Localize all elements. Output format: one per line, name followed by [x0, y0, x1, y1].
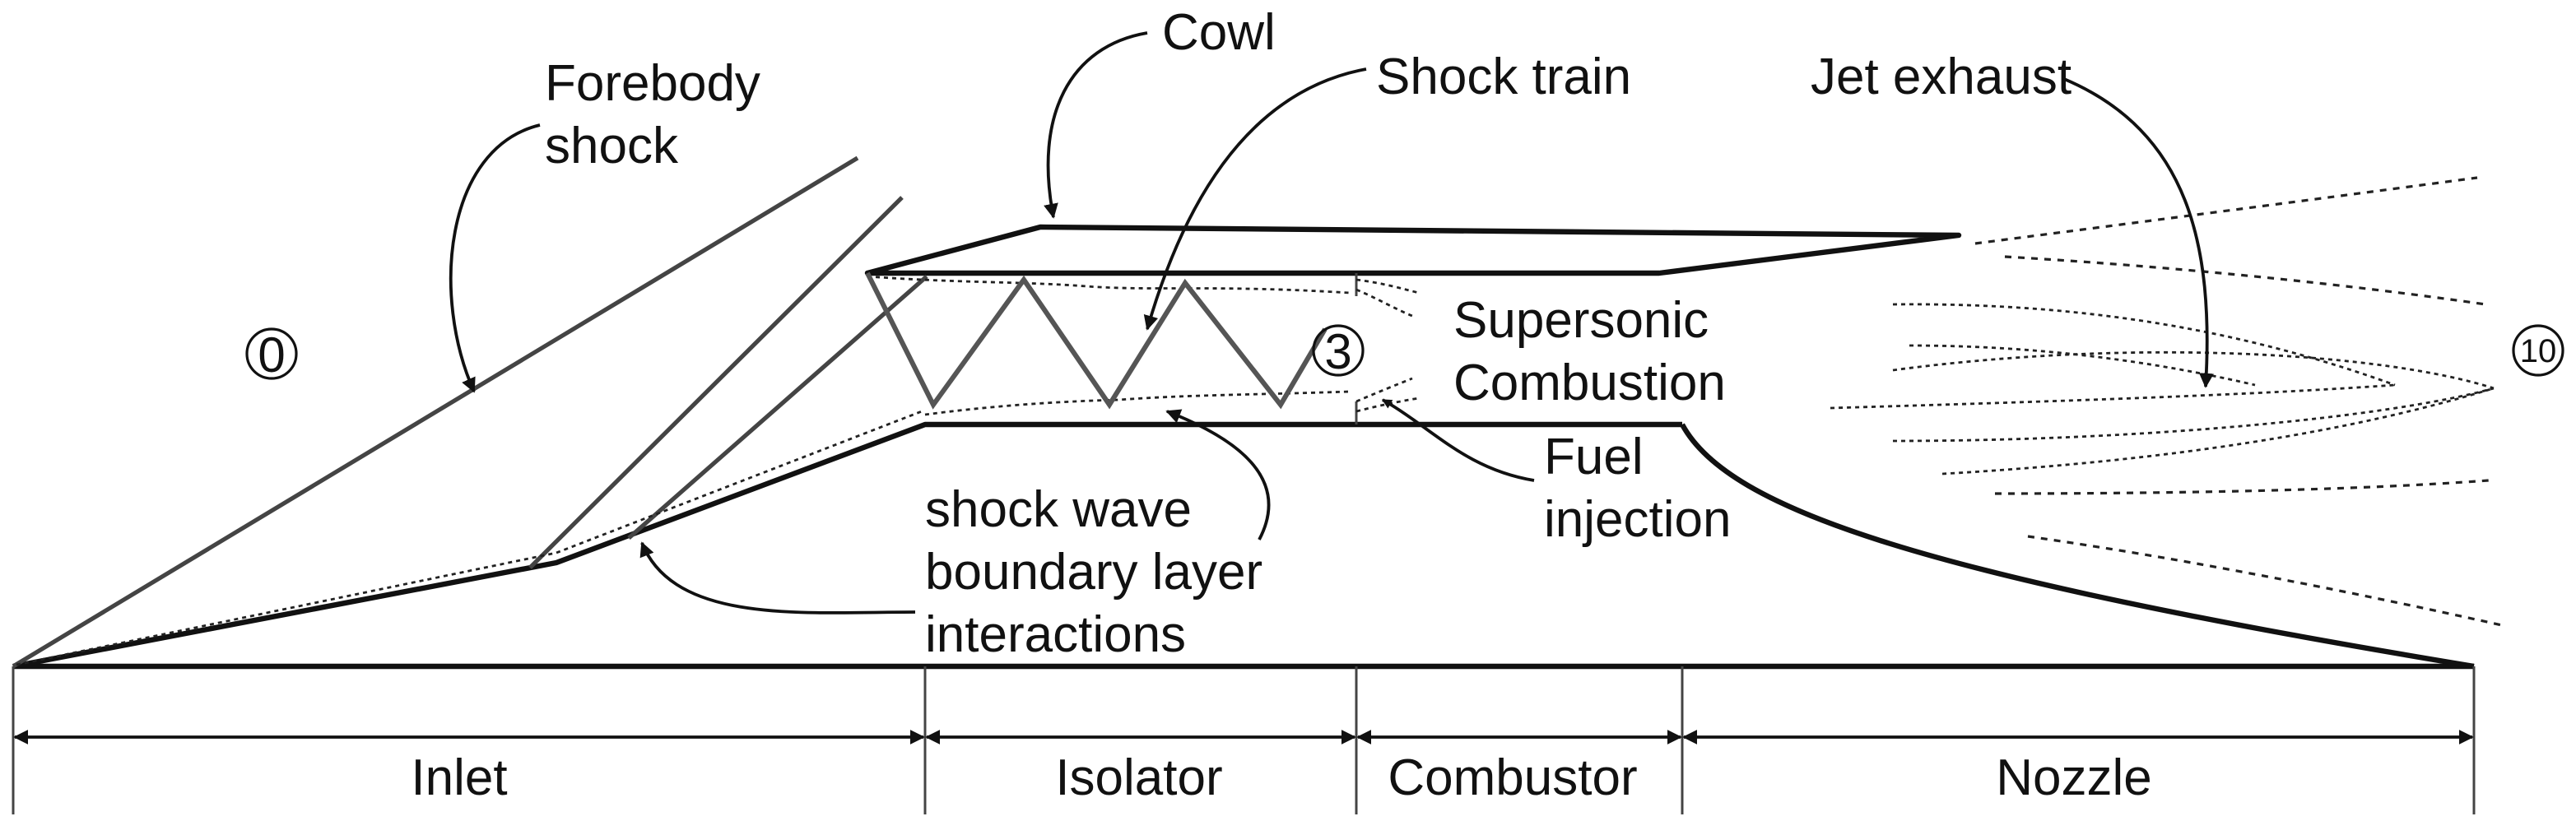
plume-inner-bottom — [1994, 479, 2490, 495]
station-10-number: 10 — [2520, 333, 2557, 369]
ramp-shock-line-1 — [528, 196, 904, 569]
cowl-body — [864, 224, 1962, 276]
label-sbli-line-1: shock wave — [925, 481, 1192, 538]
sbli-leader-lower — [639, 541, 916, 615]
section-label-isolator: Isolator — [1055, 749, 1222, 806]
label-fuel-injection: Fuel injection — [1544, 429, 1731, 548]
forebody-shocks — [12, 155, 928, 669]
fuel-plume-top-2 — [1355, 288, 1413, 318]
plume-core-top-2 — [1909, 344, 2256, 387]
section-label-inlet: Inlet — [411, 749, 507, 806]
label-forebody-shock-line-1: Forebody — [545, 55, 760, 112]
shock-train-leader — [1143, 67, 1367, 331]
cowl-leader — [1044, 31, 1148, 219]
station-0-circle — [245, 327, 298, 380]
station-3-circle — [1312, 324, 1365, 377]
forebody-shock-line — [12, 155, 859, 669]
section-label-nozzle: Nozzle — [1996, 749, 2152, 806]
label-cowl: Cowl — [1162, 4, 1276, 61]
sbli-leader-upper — [1165, 409, 1271, 540]
label-sbli-line-3: interactions — [925, 606, 1186, 663]
boundary-layer — [16, 275, 1351, 666]
label-supersonic-combustion: Supersonic Combustion — [1453, 292, 1726, 411]
exhaust-plume — [1830, 176, 2503, 627]
station-3: 3 — [1312, 324, 1365, 379]
plume-core-top-3 — [1892, 350, 2495, 390]
forebody-shock-leader — [449, 123, 541, 393]
leader-arrows — [449, 31, 2214, 615]
label-sbli: shock wave boundary layer interactions — [925, 481, 1276, 663]
plume-outer-top — [1974, 176, 2478, 245]
station-10-circle — [2512, 324, 2564, 377]
label-fuel-injection-line-2: injection — [1544, 491, 1731, 548]
station-0-number: 0 — [258, 327, 285, 383]
fuel-plume-bottom-2 — [1355, 377, 1413, 403]
plume-core-top-1 — [1892, 303, 2396, 387]
shock-train — [865, 271, 1328, 410]
label-supersonic-combustion-line-2: Combustion — [1453, 355, 1726, 411]
fuel-plume-bottom-1 — [1355, 397, 1420, 413]
plume-inner-top — [2004, 255, 2486, 306]
label-fuel-injection-line-1: Fuel — [1544, 429, 1644, 485]
station-0: 0 — [245, 327, 298, 383]
label-forebody-shock: Forebody shock — [545, 55, 774, 174]
fuel-plume-top-1 — [1355, 278, 1420, 295]
nozzle-expansion-surface — [1680, 423, 2475, 670]
jet-exhaust-leader — [2063, 77, 2214, 388]
vehicle-body — [12, 224, 2475, 670]
station-3-number: 3 — [1324, 324, 1351, 379]
label-supersonic-combustion-line-1: Supersonic — [1453, 292, 1709, 349]
station-10: 10 — [2512, 324, 2564, 377]
plume-core-bottom-1 — [1830, 383, 2396, 410]
forebody-ramp — [12, 421, 1682, 670]
plume-core-bottom-3 — [1941, 387, 2495, 475]
section-dimensions: Inlet Isolator Combustor Nozzle — [12, 666, 2476, 814]
isolator-bl-top — [867, 275, 1351, 295]
plume-outer-bottom — [2027, 535, 2503, 627]
ramp-boundary-layer — [16, 410, 923, 666]
section-label-combustor: Combustor — [1388, 749, 1637, 806]
label-shock-train: Shock train — [1376, 49, 1631, 105]
label-forebody-shock-line-2: shock — [545, 118, 679, 174]
label-sbli-line-2: boundary layer — [925, 544, 1262, 601]
ramp-shock-line-2 — [627, 275, 928, 540]
label-jet-exhaust: Jet exhaust — [1811, 49, 2071, 105]
fuel-injection-leader — [1381, 398, 1535, 482]
